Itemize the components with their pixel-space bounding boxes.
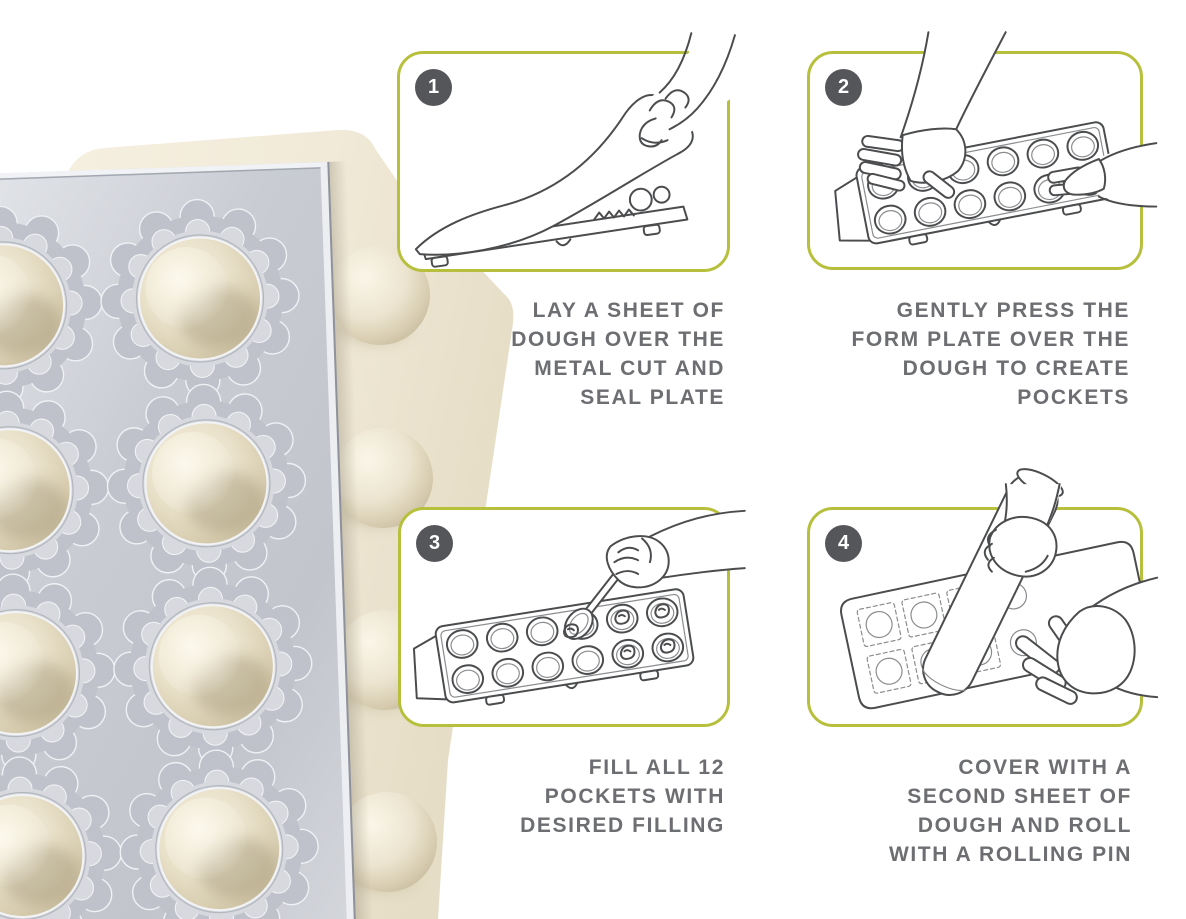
step-3-caption: FILL ALL 12 POCKETS WITH DESIRED FILLING <box>520 756 725 837</box>
metal-plate <box>0 161 377 919</box>
step-3-number: 3 <box>428 532 441 554</box>
step-4-caption: COVER WITH A SECOND SHEET OF DOUGH AND R… <box>888 756 1132 866</box>
ravioli-plate-photo <box>0 0 520 919</box>
right-hand-drawing <box>1015 576 1159 705</box>
step-2-badge: 2 <box>825 69 862 106</box>
step-1-badge: 1 <box>415 69 452 106</box>
right-hand-drawing <box>1047 142 1158 208</box>
hand-drawing <box>633 30 759 148</box>
ravioli-plate-photo-art <box>0 129 514 919</box>
step-1-caption: LAY A SHEET OF DOUGH OVER THE METAL CUT … <box>511 299 725 409</box>
step-4-illustration <box>840 468 1159 710</box>
step-2-number: 2 <box>837 76 850 98</box>
step-3-badge: 3 <box>416 525 453 562</box>
step-3-illustration <box>405 509 746 717</box>
step-1-panel: 1 <box>397 30 759 272</box>
step-1-number: 1 <box>427 76 440 98</box>
step-4-badge: 4 <box>825 525 862 562</box>
left-hand-drawing <box>857 31 1008 199</box>
top-hand-drawing <box>983 483 1062 578</box>
form-plate-drawing <box>405 587 697 717</box>
step-1-illustration <box>414 30 759 268</box>
step-3-panel: 3 <box>398 507 746 727</box>
step-2-caption: GENTLY PRESS THE FORM PLATE OVER THE DOU… <box>851 299 1130 409</box>
step-2-illustration <box>825 31 1158 260</box>
hand-with-spoon-drawing <box>605 509 746 589</box>
step-4-panel: 4 <box>807 468 1159 727</box>
step-2-panel: 2 <box>807 31 1158 270</box>
step-4-number: 4 <box>837 532 850 554</box>
